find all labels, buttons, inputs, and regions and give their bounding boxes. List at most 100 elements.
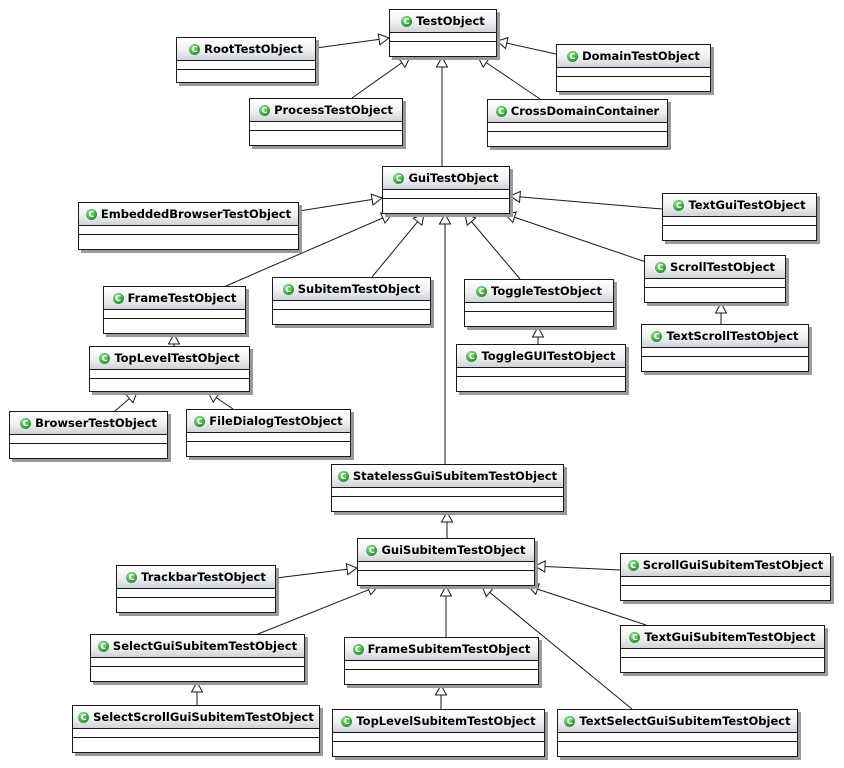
inheritance-arrowhead-icon — [440, 510, 454, 523]
class-name: TextScrollTestObject — [666, 329, 799, 343]
inheritance-arrowhead-icon — [207, 391, 221, 404]
connector-line — [544, 565, 621, 571]
generalization-scroll-test-object-to-gui-test-object — [504, 211, 647, 263]
inheritance-arrowhead-icon — [434, 683, 448, 696]
connector-line — [215, 397, 234, 410]
inheritance-arrowhead-icon — [533, 560, 546, 573]
attributes-compartment — [358, 562, 534, 571]
class-name: FileDialogTestObject — [209, 414, 343, 428]
class-icon: C — [366, 544, 378, 556]
class-name: BrowserTestObject — [35, 416, 157, 430]
generalization-scroll-gui-subitem-test-object-to-gui-subitem-test-object — [533, 560, 621, 573]
generalization-gui-subitem-test-object-to-stateless-gui-subitem-test-object — [440, 510, 454, 538]
class-icon: C — [112, 292, 124, 304]
generalization-toggle-gui-test-object-to-toggle-test-object — [531, 325, 545, 344]
class-icon: C — [97, 640, 109, 652]
attributes-compartment — [642, 348, 808, 357]
class-icon: C — [78, 711, 90, 723]
attributes-compartment — [621, 649, 824, 658]
class-name: TopLevelTestObject — [114, 351, 240, 365]
class-name: EmbeddedBrowserTestObject — [100, 207, 292, 221]
class-name: TextGuiTestObject — [688, 198, 806, 212]
class-icon: C — [126, 571, 138, 583]
attributes-compartment — [663, 217, 816, 226]
class-name: FrameTestObject — [127, 291, 237, 305]
attributes-compartment — [645, 279, 785, 288]
generalization-cross-domain-container-to-test-object — [477, 56, 541, 100]
class-icon: C — [651, 330, 663, 342]
connector-line — [351, 62, 403, 99]
inheritance-arrowhead-icon — [167, 332, 181, 345]
connector-line — [519, 196, 663, 210]
inheritance-arrowhead-icon — [714, 301, 728, 314]
inheritance-arrowhead-icon — [124, 391, 138, 404]
class-icon: C — [99, 352, 111, 364]
inheritance-arrowhead-icon — [379, 212, 393, 224]
class-name: GuiSubitemTestObject — [381, 543, 526, 557]
class-name: ScrollTestObject — [669, 260, 776, 274]
attributes-compartment — [177, 61, 315, 70]
class-icon: C — [476, 285, 488, 297]
class-icon: C — [259, 104, 271, 116]
inheritance-arrowhead-icon — [481, 585, 495, 598]
inheritance-arrowhead-icon — [377, 33, 391, 46]
class-icon: C — [341, 715, 353, 727]
inheritance-arrowhead-icon — [435, 55, 449, 68]
class-name: TrackbarTestObject — [141, 570, 266, 584]
inheritance-arrowhead-icon — [504, 211, 517, 224]
class-icon: C — [564, 715, 576, 727]
class-icon: C — [189, 43, 201, 55]
inheritance-arrowhead-icon — [370, 193, 384, 206]
connector-line — [257, 589, 369, 635]
generalization-top-level-subitem-test-object-to-frame-subitem-test-object — [434, 683, 448, 709]
connector-line — [489, 591, 633, 710]
class-name: SubitemTestObject — [297, 282, 421, 296]
class-name: RootTestObject — [204, 42, 303, 56]
class-icon: C — [401, 15, 413, 27]
generalization-domain-test-object-to-test-object — [495, 37, 557, 55]
inheritance-arrowhead-icon — [439, 584, 453, 597]
class-icon: C — [466, 350, 478, 362]
